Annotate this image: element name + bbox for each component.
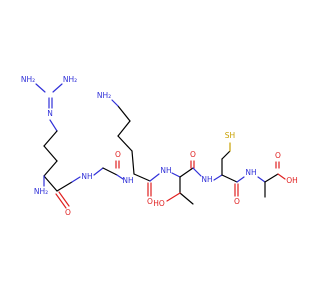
guanidine-nh2-label: NH₂ — [63, 75, 77, 84]
carbonyl-oxygen-label: O — [115, 150, 121, 159]
guanidine-nh2-label: NH₂ — [21, 75, 35, 84]
carbonyl-oxygen-label: O — [190, 150, 196, 159]
guanidine-n-label: N — [47, 109, 53, 118]
carbonyl-oxygen-label: O — [65, 208, 71, 217]
amide-nh-label: NH — [160, 166, 171, 175]
atom-labels: NH₂ NH₂ N NH₂ NH₂ NH NH NH NH NH O O O O… — [21, 75, 298, 217]
amide-nh-label: NH — [122, 176, 133, 185]
amide-nh-label: NH — [201, 175, 212, 184]
cysteine-thiol-label: SH — [225, 131, 235, 140]
acid-hydroxyl-label: OH — [286, 176, 298, 185]
amide-nh-label: NH — [81, 172, 92, 181]
lysine-side-amine-label: NH₂ — [97, 91, 111, 100]
bond-lines — [35, 83, 286, 209]
carbonyl-oxygen-label: O — [234, 197, 240, 206]
arg-alpha-amine-label: NH₂ — [34, 187, 48, 196]
acid-carbonyl-oxygen-label: O — [275, 151, 281, 160]
amide-nh-label: NH — [245, 168, 256, 177]
carbonyl-oxygen-label: O — [147, 197, 153, 206]
molecule-structure-diagram: NH₂ NH₂ N NH₂ NH₂ NH NH NH NH NH O O O O… — [21, 75, 298, 217]
threonine-hydroxyl-label: HO — [153, 199, 165, 208]
